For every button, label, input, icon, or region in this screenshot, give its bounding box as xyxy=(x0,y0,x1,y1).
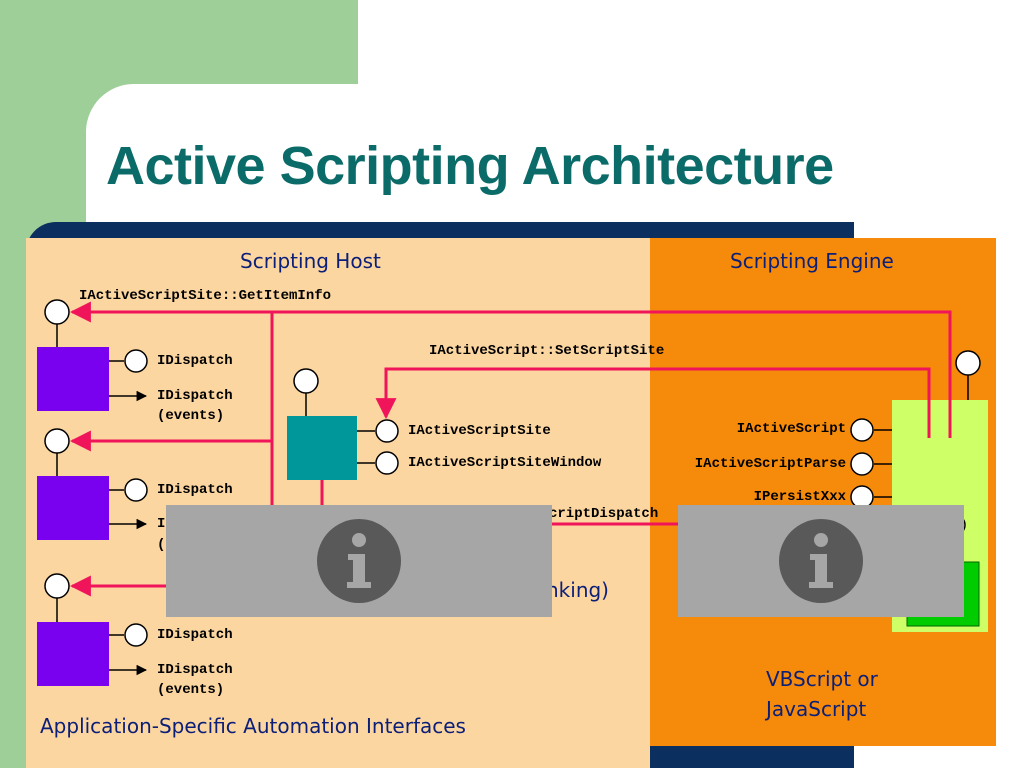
scriptdispatch-partial-label: criptDispatch xyxy=(549,506,659,522)
object-1-events-sublabel: (events) xyxy=(157,408,225,424)
scripting-engine-label: Scripting Engine xyxy=(730,249,894,273)
object-2-events-label: I xyxy=(157,516,166,532)
connection-point-partial-label: nking) xyxy=(546,578,609,602)
iactivescript-label: IActiveScript xyxy=(736,421,846,437)
info-icon xyxy=(779,519,863,603)
ipersistxxx-label: IPersistXxx xyxy=(753,489,846,505)
object-2-idispatch-icon xyxy=(124,478,148,502)
host-object-3-box xyxy=(37,622,109,686)
engine-language-line1: VBScript or xyxy=(766,667,878,691)
object-3-idispatch-label: IDispatch xyxy=(157,627,233,643)
engine-top-icon xyxy=(955,350,981,376)
object-1-events-label: IDispatch xyxy=(157,388,233,404)
object-2-site-interface-icon xyxy=(44,428,70,454)
object-2-idispatch-label: IDispatch xyxy=(157,482,233,498)
object-2-events-sublabel: ( xyxy=(157,537,166,553)
scripting-host-panel xyxy=(26,238,650,768)
getiteminfo-arrow xyxy=(69,301,952,438)
iactivescript-icon xyxy=(850,418,874,442)
setscriptsite-arrow xyxy=(375,367,931,438)
image-placeholder-right xyxy=(678,505,964,617)
iactivescriptsitewindow-icon xyxy=(375,451,399,475)
iactivescriptparse-label: IActiveScriptParse xyxy=(694,456,846,472)
image-placeholder-left xyxy=(166,505,552,617)
object-1-idispatch-label: IDispatch xyxy=(157,353,233,369)
object-3-events-label: IDispatch xyxy=(157,662,233,678)
script-site-box xyxy=(287,416,357,480)
iactivescriptparse-icon xyxy=(850,452,874,476)
engine-language-line2: JavaScript xyxy=(766,697,867,721)
script-site-top-icon xyxy=(293,368,319,394)
iactivescriptsite-icon xyxy=(375,419,399,443)
object-3-site-interface-icon xyxy=(44,573,70,599)
scripting-host-label: Scripting Host xyxy=(240,249,381,273)
object-1-idispatch-icon xyxy=(124,349,148,373)
object-3-events-sublabel: (events) xyxy=(157,682,225,698)
host-object-2-box xyxy=(37,476,109,540)
object-1-site-interface-icon xyxy=(44,299,70,325)
host-object-1-box xyxy=(37,347,109,411)
iactivescriptsite-label: IActiveScriptSite xyxy=(408,423,551,439)
info-icon xyxy=(317,519,401,603)
slide-title: Active Scripting Architecture xyxy=(106,136,834,196)
setscriptsite-label: IActiveScript::SetScriptSite xyxy=(429,343,665,359)
iactivescriptsitewindow-label: IActiveScriptSiteWindow xyxy=(408,455,602,471)
object-3-idispatch-icon xyxy=(124,623,148,647)
getiteminfo-label: IActiveScriptSite::GetItemInfo xyxy=(79,288,332,304)
automation-interfaces-label: Application-Specific Automation Interfac… xyxy=(40,714,466,738)
